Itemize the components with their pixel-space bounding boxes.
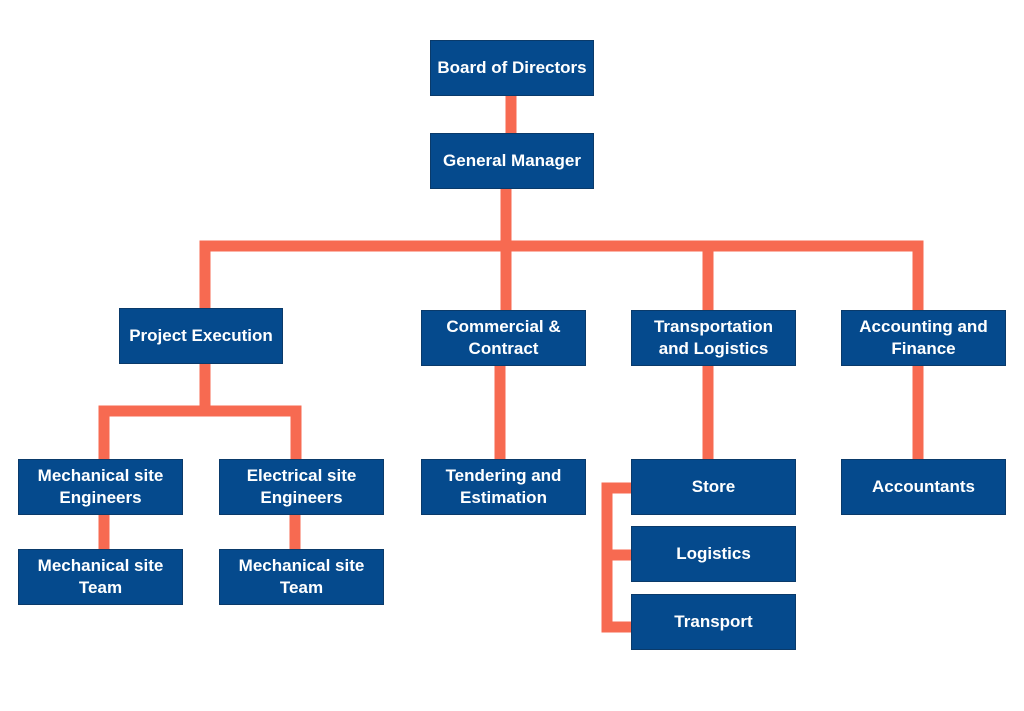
node-label: Commercial & Contract — [446, 317, 561, 358]
node-tendering-estimation: Tendering and Estimation — [421, 459, 586, 515]
node-mechanical-site-engineers: Mechanical site Engineers — [18, 459, 183, 515]
node-label: Transportation and Logistics — [653, 317, 773, 358]
node-label: Tendering and Estimation — [445, 466, 562, 507]
node-project-execution: Project Execution — [119, 308, 283, 364]
node-label: General Manager — [443, 151, 581, 170]
node-label: Mechanical site Team — [37, 556, 164, 597]
node-general-manager: General Manager — [430, 133, 594, 189]
node-store: Store — [631, 459, 796, 515]
node-commercial-contract: Commercial & Contract — [421, 310, 586, 366]
node-label: Board of Directors — [437, 58, 587, 77]
node-transportation-logistics: Transportation and Logistics — [631, 310, 796, 366]
node-label: Accountants — [872, 477, 975, 496]
node-label: Store — [691, 477, 736, 496]
node-transport: Transport — [631, 594, 796, 650]
node-mechanical-site-team-1: Mechanical site Team — [18, 549, 183, 605]
node-label: Transport — [674, 612, 753, 631]
node-board-of-directors: Board of Directors — [430, 40, 594, 96]
node-label: Accounting and Finance — [859, 317, 988, 358]
connector-top-bus — [199, 240, 924, 310]
node-label: Electrical site Engineers — [246, 466, 357, 507]
node-label: Project Execution — [129, 326, 273, 345]
node-mechanical-site-team-2: Mechanical site Team — [219, 549, 384, 605]
node-label: Mechanical site Team — [238, 556, 365, 597]
node-logistics: Logistics — [631, 526, 796, 582]
node-accountants: Accountants — [841, 459, 1006, 515]
node-accounting-finance: Accounting and Finance — [841, 310, 1006, 366]
node-label: Mechanical site Engineers — [37, 466, 164, 507]
connector-project-children — [98, 405, 302, 460]
node-electrical-site-engineers: Electrical site Engineers — [219, 459, 384, 515]
node-label: Logistics — [676, 544, 751, 563]
